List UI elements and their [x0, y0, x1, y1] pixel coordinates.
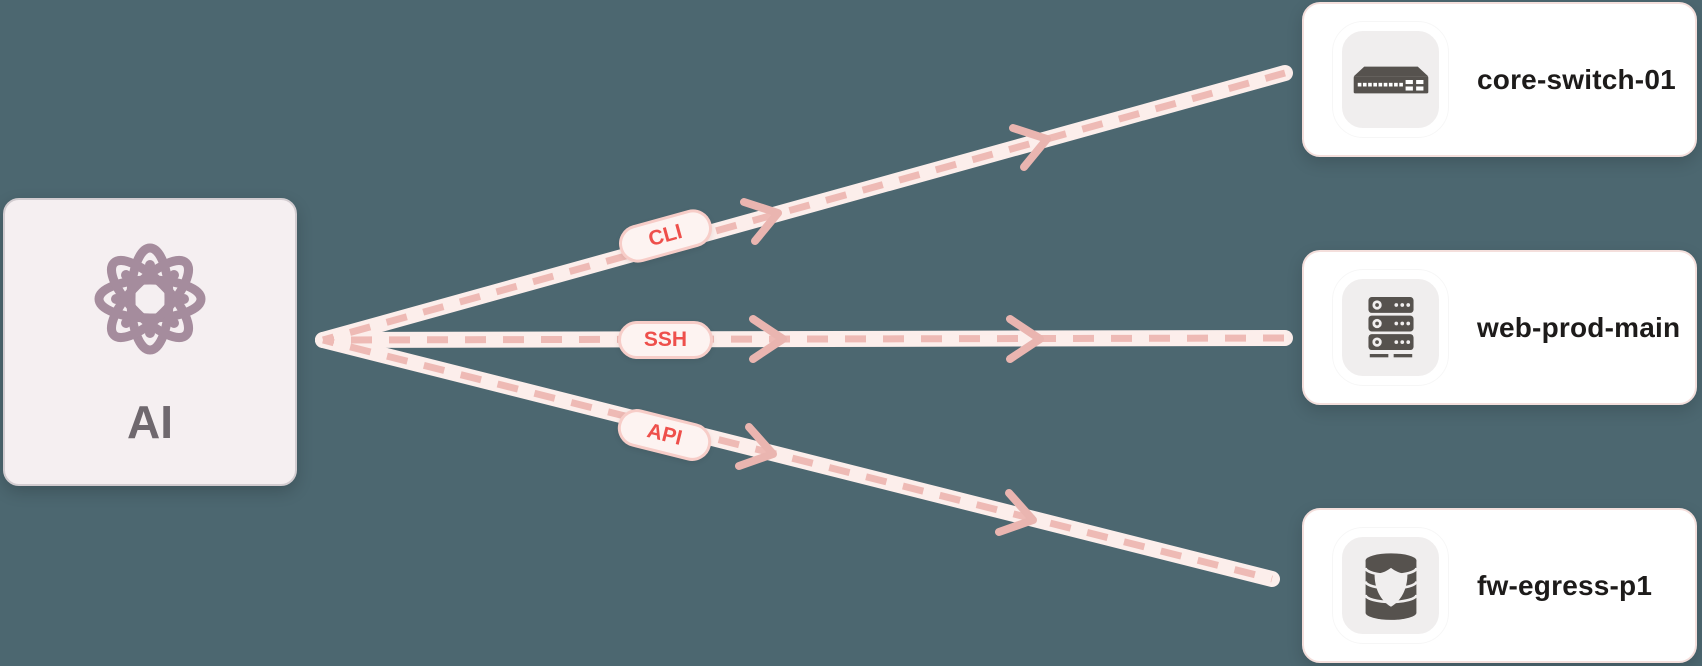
arrow-icon	[995, 489, 1037, 536]
arrow-icon	[1009, 124, 1051, 171]
atom-icon	[90, 239, 210, 359]
connection-dash-ssh	[322, 334, 1286, 344]
connection-dash-api	[322, 336, 1273, 583]
device-name: web-prod-main	[1477, 311, 1681, 343]
connection-label-text: CLI	[645, 219, 685, 252]
ai-node-card: AI	[3, 198, 297, 486]
firewall-database-icon	[1355, 550, 1427, 621]
device-icon-tile	[1333, 270, 1448, 385]
connection-label-text: API	[644, 419, 685, 450]
device-name: fw-egress-p1	[1477, 569, 1653, 601]
arrow-icon	[735, 423, 777, 470]
connection-label-text: SSH	[643, 328, 688, 351]
connection-label-ssh: SSH	[618, 321, 713, 359]
device-icon-tile	[1333, 528, 1448, 643]
device-card-web-server: web-prod-main	[1302, 250, 1697, 405]
device-card-firewall: fw-egress-p1	[1302, 508, 1697, 663]
device-icon-tile	[1333, 22, 1448, 137]
connection-dash-cli	[322, 69, 1286, 344]
server-rack-icon	[1359, 297, 1423, 358]
device-name: core-switch-01	[1477, 63, 1676, 95]
arrow-icon	[1006, 315, 1044, 363]
ai-node-label: AI	[127, 396, 173, 448]
arrow-icon	[740, 198, 782, 245]
arrow-icon	[749, 315, 787, 363]
device-card-core-switch: core-switch-01	[1302, 2, 1697, 157]
network-switch-icon	[1352, 65, 1430, 95]
